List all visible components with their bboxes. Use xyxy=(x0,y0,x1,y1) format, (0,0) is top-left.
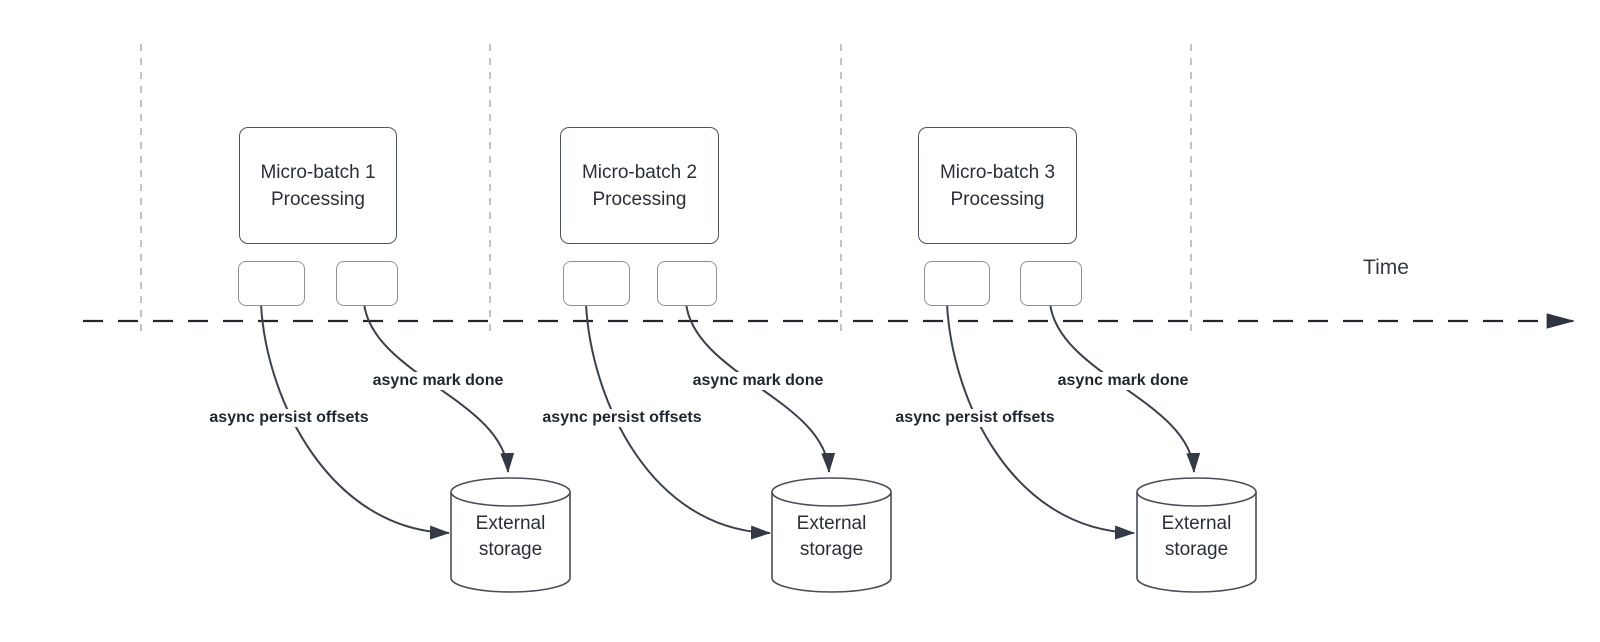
micro-batch-3-title: Micro-batch 3 Processing xyxy=(940,159,1055,213)
micro-batch-1-title: Micro-batch 1 Processing xyxy=(260,159,375,213)
external-storage-cylinder-3 xyxy=(1136,477,1257,593)
external-storage-label-2-line1: External xyxy=(796,513,867,534)
external-storage-label-1-line1: External xyxy=(475,513,546,534)
persist-offsets-task-box-2 xyxy=(563,261,630,306)
external-storage-label-1: External storage xyxy=(451,498,570,576)
async-persist-offsets-arrow-1 xyxy=(260,303,450,540)
micro-batch-3-title-line1: Micro-batch 3 xyxy=(939,161,1056,183)
persist-offsets-task-box-3 xyxy=(924,261,990,306)
async-mark-done-label-2: async mark done xyxy=(689,372,827,390)
mark-done-task-box-3 xyxy=(1020,261,1082,306)
external-storage-label-3-line1: External xyxy=(1161,513,1232,534)
micro-batch-3-box: Micro-batch 3 Processing xyxy=(918,127,1077,244)
async-mark-done-label-1: async mark done xyxy=(369,372,507,390)
external-storage-label-2: External storage xyxy=(772,498,891,576)
external-storage-label-1-line2: storage xyxy=(478,539,543,560)
persist-offsets-task-box-1 xyxy=(238,261,305,306)
async-persist-offsets-label-2: async persist offsets xyxy=(539,409,705,427)
micro-batch-2-title-line1: Micro-batch 2 xyxy=(581,161,698,183)
micro-batch-1-title-line2: Processing xyxy=(270,188,365,210)
external-storage-label-3-line2: storage xyxy=(1164,539,1229,560)
async-persist-offsets-arrow-2 xyxy=(585,303,771,540)
mark-done-task-box-1 xyxy=(336,261,398,306)
async-persist-offsets-arrow-3 xyxy=(946,303,1135,540)
async-persist-offsets-label-1: async persist offsets xyxy=(206,409,372,427)
async-persist-offsets-label-3: async persist offsets xyxy=(892,409,1058,427)
micro-batch-2-title: Micro-batch 2 Processing xyxy=(582,159,697,213)
external-storage-cylinder-1 xyxy=(450,477,571,593)
micro-batch-1-box: Micro-batch 1 Processing xyxy=(239,127,397,244)
external-storage-label-2-line2: storage xyxy=(799,539,864,560)
mark-done-task-box-2 xyxy=(657,261,717,306)
external-storage-cylinder-2 xyxy=(771,477,892,593)
time-axis-label: Time xyxy=(1363,256,1409,279)
micro-batch-1-title-line1: Micro-batch 1 xyxy=(260,161,376,183)
micro-batch-2-title-line2: Processing xyxy=(592,188,687,210)
micro-batch-3-title-line2: Processing xyxy=(950,188,1045,210)
micro-batch-2-box: Micro-batch 2 Processing xyxy=(560,127,719,244)
external-storage-label-3: External storage xyxy=(1137,498,1256,576)
async-mark-done-label-3: async mark done xyxy=(1054,372,1192,390)
